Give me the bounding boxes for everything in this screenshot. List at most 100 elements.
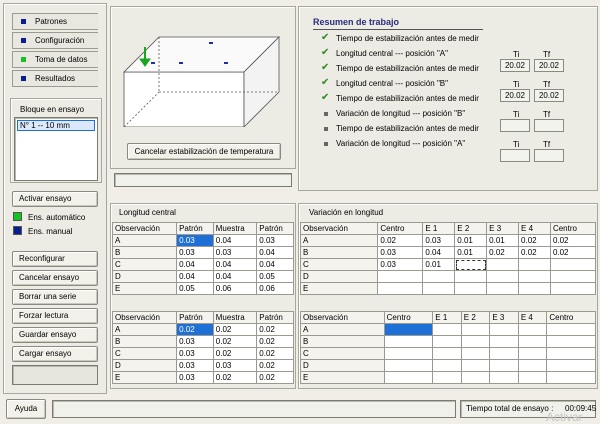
table-cell[interactable] [460, 371, 491, 384]
table-cell[interactable] [489, 347, 519, 360]
table-cell[interactable] [377, 270, 424, 283]
table-cell[interactable] [549, 282, 597, 295]
table-cell[interactable] [546, 347, 596, 360]
table-cell[interactable]: 0.02 [518, 246, 551, 259]
activar-ensayo-button[interactable]: Activar ensayo [12, 191, 98, 207]
table-cell[interactable] [454, 282, 488, 295]
table-cell[interactable]: 0.01 [422, 258, 456, 271]
table-cell[interactable] [432, 347, 462, 360]
table-cell[interactable] [383, 335, 434, 348]
bloque-list[interactable]: N° 1 -- 10 mm [14, 117, 98, 181]
table-cell[interactable]: 0.02 [256, 323, 294, 336]
table-cell[interactable]: 0.03 [256, 234, 294, 247]
nav-tab-1[interactable]: Configuración [12, 32, 98, 49]
table-cell[interactable]: 0.05 [176, 282, 214, 295]
table-cell[interactable]: 0.03 [176, 335, 214, 348]
table-cell[interactable]: 0.02 [518, 234, 551, 247]
table-cell[interactable]: 0.06 [256, 282, 294, 295]
table-cell[interactable] [549, 258, 597, 271]
table-cell[interactable]: 0.04 [212, 234, 258, 247]
table-cell[interactable] [454, 258, 488, 271]
nav-tab-3[interactable]: Resultados [12, 70, 98, 87]
table-cell[interactable] [518, 270, 551, 283]
table-cell[interactable]: 0.03 [176, 371, 214, 384]
table-cell[interactable] [422, 282, 456, 295]
table-cell[interactable] [460, 335, 491, 348]
table-cell[interactable] [546, 371, 596, 384]
table-cell[interactable] [383, 323, 434, 336]
table-cell[interactable] [460, 359, 491, 372]
help-button[interactable]: Ayuda [6, 399, 46, 419]
table-cell[interactable] [546, 323, 596, 336]
table-cell[interactable]: 0.02 [212, 323, 258, 336]
table-cell[interactable] [432, 371, 462, 384]
action-button-3[interactable]: Forzar lectura [12, 308, 98, 324]
table-cell[interactable] [518, 258, 551, 271]
table-cell[interactable]: 0.04 [422, 246, 456, 259]
table-cell[interactable] [432, 323, 462, 336]
action-button-0[interactable]: Reconfigurar [12, 251, 98, 267]
nav-tab-0[interactable]: Patrones [12, 13, 98, 30]
table-cell[interactable] [517, 371, 548, 384]
table-cell[interactable]: 0.02 [176, 323, 214, 336]
table-cell[interactable]: 0.06 [212, 282, 258, 295]
action-button-2[interactable]: Borrar una serie [12, 289, 98, 305]
table-cell[interactable]: 0.03 [176, 359, 214, 372]
table-cell[interactable] [489, 335, 519, 348]
table-cell[interactable] [486, 282, 520, 295]
table-cell[interactable]: 0.03 [176, 246, 214, 259]
table-cell[interactable] [454, 270, 488, 283]
table-cell[interactable] [460, 347, 491, 360]
table-cell[interactable] [489, 371, 519, 384]
bloque-list-item-selected[interactable]: N° 1 -- 10 mm [17, 120, 95, 131]
table-cell[interactable]: 0.04 [176, 258, 214, 271]
table-cell[interactable]: 0.02 [377, 234, 424, 247]
table-cell[interactable]: 0.02 [212, 371, 258, 384]
table-cell[interactable]: 0.03 [212, 246, 258, 259]
table-cell[interactable]: 0.02 [256, 371, 294, 384]
table-cell[interactable] [517, 359, 548, 372]
table-cell[interactable]: 0.04 [212, 258, 258, 271]
table-cell[interactable] [518, 282, 551, 295]
table-cell[interactable]: 0.03 [176, 234, 214, 247]
table-cell[interactable] [486, 258, 520, 271]
table-cell[interactable]: 0.04 [256, 246, 294, 259]
table-cell[interactable] [432, 335, 462, 348]
table-cell[interactable] [517, 347, 548, 360]
table-cell[interactable]: 0.02 [212, 347, 258, 360]
table-cell[interactable] [383, 359, 434, 372]
table-cell[interactable]: 0.03 [422, 234, 456, 247]
nav-tab-2[interactable]: Toma de datos [12, 51, 98, 68]
table-cell[interactable]: 0.04 [256, 258, 294, 271]
action-button-4[interactable]: Guardar ensayo [12, 327, 98, 343]
table-cell[interactable] [489, 323, 519, 336]
table-cell[interactable]: 0.04 [176, 270, 214, 283]
table-cell[interactable]: 0.02 [212, 335, 258, 348]
table-cell[interactable]: 0.01 [486, 234, 520, 247]
table-cell[interactable] [546, 335, 596, 348]
table-cell[interactable] [489, 359, 519, 372]
table-cell[interactable] [486, 270, 520, 283]
table-cell[interactable]: 0.03 [212, 359, 258, 372]
table-cell[interactable] [383, 347, 434, 360]
table-cell[interactable]: 0.02 [256, 359, 294, 372]
action-button-1[interactable]: Cancelar ensayo [12, 270, 98, 286]
table-cell[interactable]: 0.03 [377, 258, 424, 271]
action-button-5[interactable]: Cargar ensayo [12, 346, 98, 362]
table-cell[interactable] [549, 270, 597, 283]
table-cell[interactable]: 0.03 [176, 347, 214, 360]
cancel-temperature-button[interactable]: Cancelar estabilización de temperatura [127, 143, 281, 160]
table-cell[interactable]: 0.02 [256, 335, 294, 348]
table-cell[interactable] [432, 359, 462, 372]
table-cell[interactable] [460, 323, 491, 336]
table-cell[interactable]: 0.05 [256, 270, 294, 283]
table-cell[interactable] [546, 359, 596, 372]
table-cell[interactable]: 0.02 [549, 246, 597, 259]
table-cell[interactable]: 0.04 [212, 270, 258, 283]
table-cell[interactable] [377, 282, 424, 295]
table-cell[interactable]: 0.02 [549, 234, 597, 247]
table-cell[interactable]: 0.02 [486, 246, 520, 259]
table-cell[interactable] [517, 323, 548, 336]
table-cell[interactable] [383, 371, 434, 384]
table-cell[interactable] [422, 270, 456, 283]
